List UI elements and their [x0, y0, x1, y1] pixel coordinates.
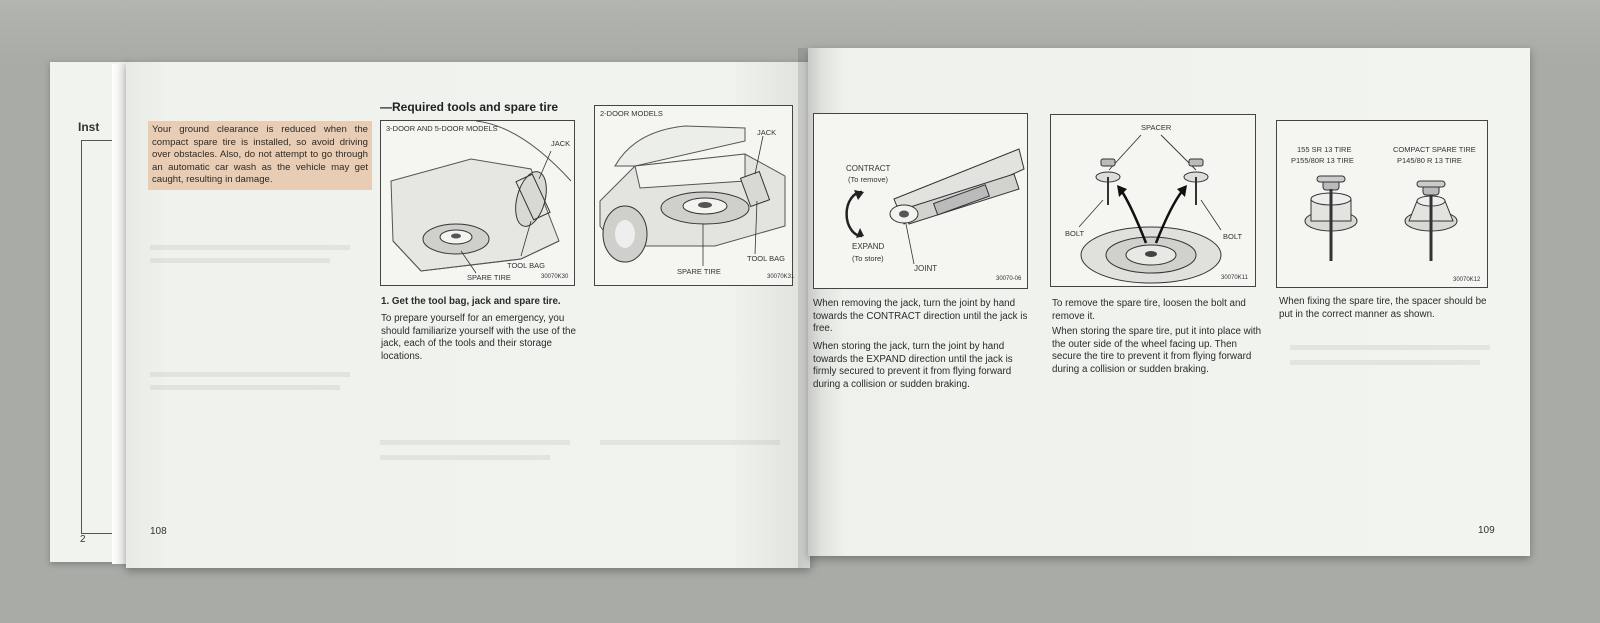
to-remove-label: (To remove) — [848, 175, 889, 184]
spacer-bolt-illustration — [1078, 134, 1222, 284]
show-through-line — [150, 245, 350, 250]
spacer-fixing-text: When fixing the spare tire, the spacer s… — [1279, 296, 1487, 320]
show-through-line — [150, 385, 340, 390]
expand-label: EXPAND — [852, 242, 885, 251]
figure-3-5-door-models: 3-DOOR AND 5-DOOR MODELS JACK TOOL BAG S… — [380, 120, 575, 286]
section-title: —Required tools and spare tire — [380, 100, 559, 114]
figure-code: 30070K11 — [1221, 275, 1248, 281]
tool-bag-label: TOOL BAG — [507, 261, 545, 270]
previous-page-number: 2 — [80, 534, 86, 545]
show-through-line — [1290, 345, 1490, 350]
jack-label: JACK — [757, 128, 777, 137]
figure-2-door-models: 2-DOOR MODELS JACK TOOL BAG SPARE TIRE 3… — [594, 105, 795, 286]
ground-clearance-warning: Your ground clearance is reduced when th… — [148, 121, 372, 190]
step-description: To prepare yourself for an emergency, yo… — [381, 313, 576, 362]
tire2-size-label: COMPACT SPARE TIRE — [1393, 145, 1476, 154]
bolt-label-right: BOLT — [1223, 232, 1243, 241]
jack-label: JACK — [551, 139, 571, 148]
figure-spare-tire-spacer: SPACER BOLT BOLT 30070K11 — [1050, 114, 1256, 287]
spare-tire-storage-text: When storing the spare tire, put it into… — [1052, 326, 1262, 375]
contract-label: CONTRACT — [846, 164, 891, 173]
figure-code: 30070K30 — [541, 274, 569, 280]
figure-code: 30070K12 — [1453, 277, 1481, 283]
spare-tire-removal-text: To remove the spare tire, loosen the bol… — [1052, 298, 1246, 322]
show-through-line — [380, 440, 570, 445]
step-title: 1. Get the tool bag, jack and spare tire… — [381, 296, 561, 307]
tire1-size-label: 155 SR 13 TIRE — [1297, 145, 1352, 154]
show-through-line — [380, 455, 550, 460]
show-through-line — [600, 440, 780, 445]
tool-bag-label: TOOL BAG — [747, 254, 785, 263]
tire2-psize-label: P145/80 R 13 TIRE — [1397, 156, 1462, 165]
spare-tire-label: SPARE TIRE — [467, 273, 511, 282]
trunk-illustration — [599, 125, 786, 266]
figure-caption: 2-DOOR MODELS — [600, 109, 663, 118]
page-number-left: 108 — [150, 526, 167, 537]
jack-removal-text: When removing the jack, turn the joint b… — [813, 298, 1028, 335]
figure-code: 30070K31 — [767, 274, 795, 280]
tire1-psize-label: P155/80R 13 TIRE — [1291, 156, 1354, 165]
figure-tire-spacer-orientation: 155 SR 13 TIRE P155/80R 13 TIRE COMPACT … — [1276, 120, 1488, 288]
figure-caption: 3-DOOR AND 5-DOOR MODELS — [386, 124, 498, 133]
spacer-comparison-illustration — [1304, 175, 1458, 261]
show-through-line — [150, 372, 350, 377]
bolt-label-left: BOLT — [1065, 229, 1085, 238]
figure-jack-joint: CONTRACT (To remove) EXPAND (To store) J… — [813, 113, 1028, 289]
figure-code: 30070-06 — [996, 276, 1022, 282]
spacer-label: SPACER — [1141, 123, 1172, 132]
previous-page-title: Inst — [78, 120, 100, 134]
to-store-label: (To store) — [852, 254, 884, 263]
previous-page-box — [81, 140, 134, 534]
jack-joint-illustration — [845, 148, 1025, 265]
trunk-illustration — [390, 121, 572, 274]
show-through-line — [150, 258, 330, 263]
jack-storage-text: When storing the jack, turn the joint by… — [813, 341, 1013, 390]
spare-tire-label: SPARE TIRE — [677, 267, 721, 276]
page-number-right: 109 — [1478, 525, 1495, 536]
joint-label: JOINT — [914, 264, 938, 273]
show-through-line — [1290, 360, 1480, 365]
